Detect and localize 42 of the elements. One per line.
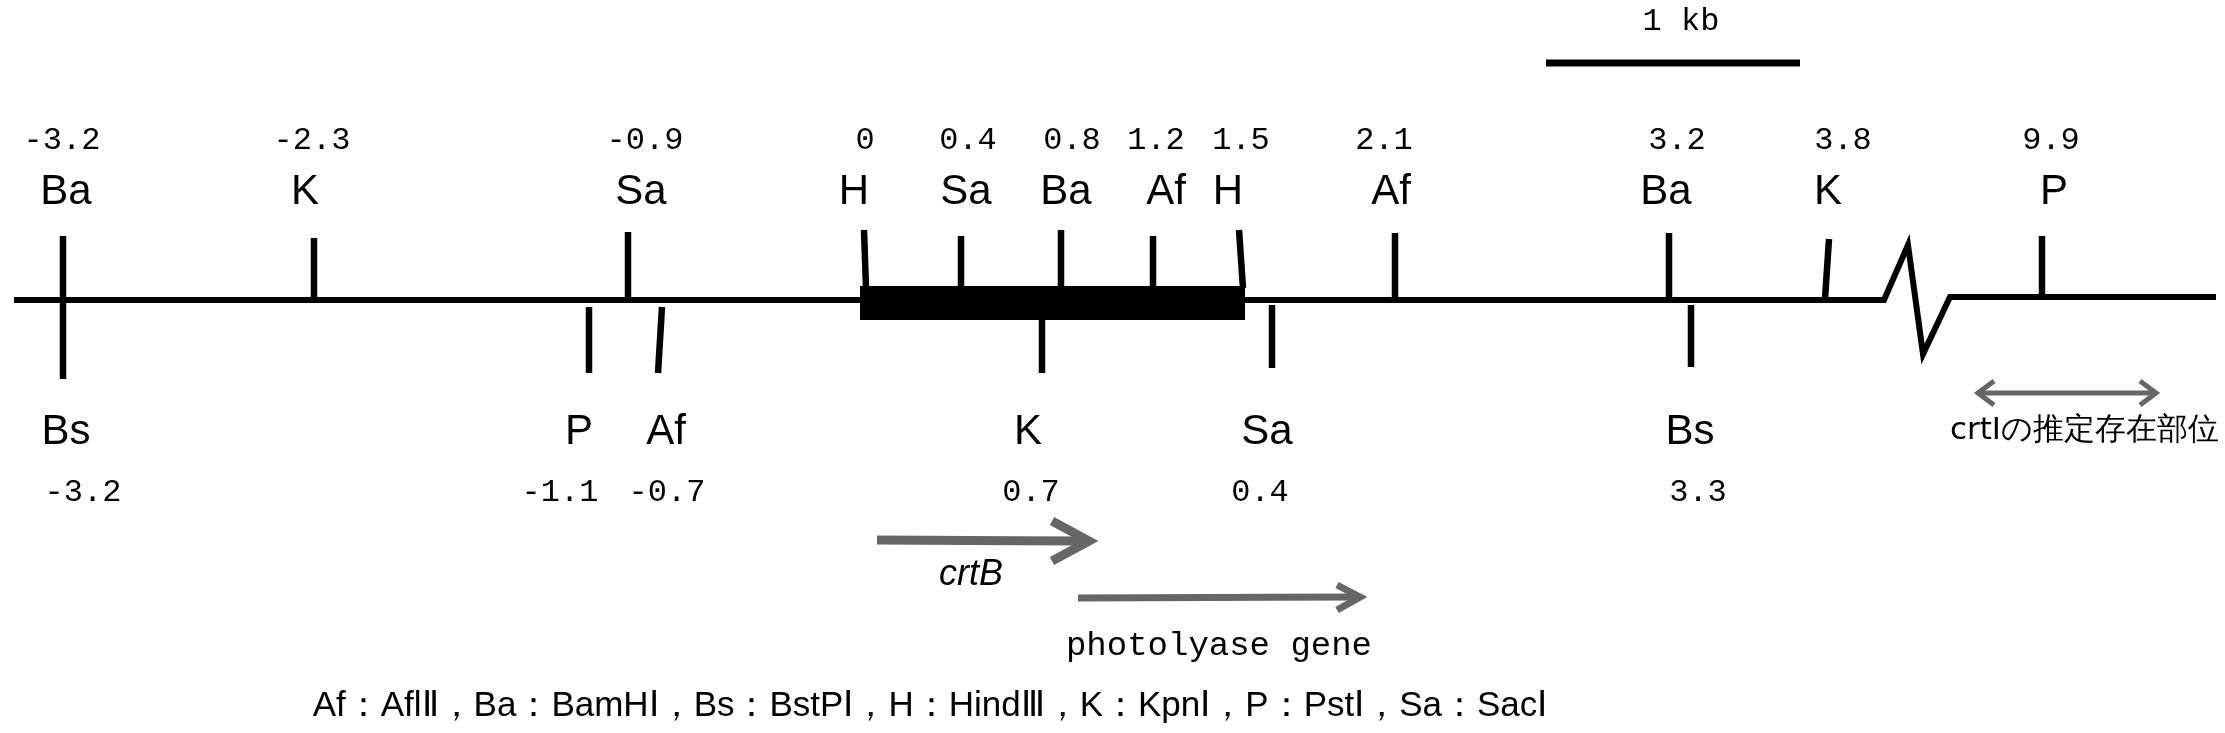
- position-label: 1.5: [1212, 122, 1270, 160]
- position-label: 0.8: [1043, 122, 1101, 160]
- position-label: -3.2: [44, 474, 122, 512]
- position-label: -0.7: [628, 474, 706, 512]
- restriction-site-label: K: [1814, 165, 1842, 215]
- restriction-site-label: Ba: [1640, 165, 1692, 215]
- position-label: 1.2: [1127, 122, 1185, 160]
- restriction-site-label: Af: [1371, 165, 1411, 215]
- restriction-site-label: Af: [1146, 165, 1186, 215]
- gene-region-label: crtIの推定存在部位: [1949, 411, 2219, 447]
- position-label: 0: [855, 122, 875, 160]
- position-label: 0.4: [939, 122, 997, 160]
- gene-label: photolyase gene: [1065, 627, 1373, 667]
- restriction-site-label: Af: [646, 405, 686, 455]
- restriction-site-label: H: [1212, 165, 1244, 215]
- position-label: -0.9: [606, 122, 684, 160]
- position-label: 0.7: [1002, 474, 1060, 512]
- position-label: 0.4: [1231, 474, 1289, 512]
- restriction-site-label: H: [838, 165, 870, 215]
- gene-region-bar: [860, 286, 1245, 320]
- position-label: -3.2: [23, 122, 101, 160]
- position-label: -2.3: [273, 122, 351, 160]
- position-label: 2.1: [1355, 122, 1413, 160]
- restriction-site-label: K: [291, 165, 319, 215]
- position-label: 3.8: [1814, 122, 1872, 160]
- scale-bar-label: 1 kb: [1642, 3, 1720, 41]
- restriction-site-label: Sa: [615, 165, 667, 215]
- restriction-site-label: K: [1014, 405, 1042, 455]
- restriction-site-label: Bs: [1665, 405, 1715, 455]
- restriction-site-label: Sa: [1241, 405, 1293, 455]
- restriction-site-label: Bs: [41, 405, 91, 455]
- position-label: 3.2: [1648, 122, 1706, 160]
- position-label: -1.1: [521, 474, 599, 512]
- abbreviation-key: Af：AflⅡ，Ba：BamHⅠ，Bs：BstPⅠ，H：HindⅢ，K：KpnⅠ，P：PstⅠ，Sa：SacⅠ: [312, 683, 1548, 725]
- restriction-site-label: P: [565, 405, 593, 455]
- restriction-site-label: Ba: [1040, 165, 1092, 215]
- restriction-site-label: Ba: [40, 165, 92, 215]
- gene-label: crtB: [939, 552, 1003, 594]
- position-label: 3.3: [1669, 474, 1727, 512]
- restriction-site-label: Sa: [940, 165, 992, 215]
- position-label: 9.9: [2022, 122, 2080, 160]
- restriction-site-label: P: [2040, 165, 2068, 215]
